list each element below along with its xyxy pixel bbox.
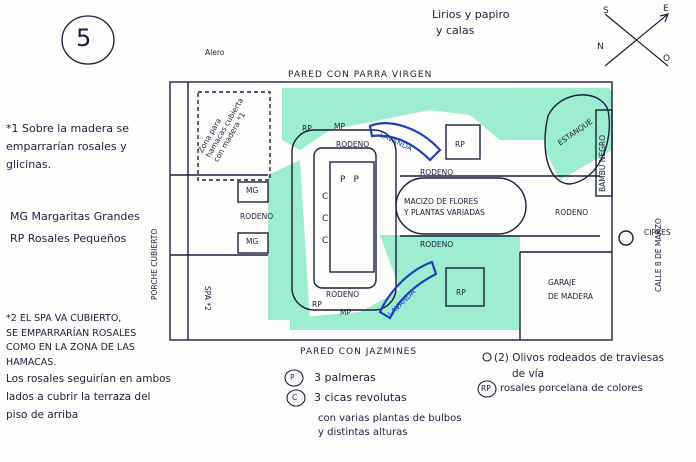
legend-rp: RP Rosales Pequeños <box>10 232 127 245</box>
rodeno-label-mid-top: RODENO <box>420 168 454 177</box>
legend-cicas: 3 cicas revolutas <box>314 391 407 404</box>
top-note-line2: y calas <box>436 24 475 37</box>
legend-olivos-line1: (2) Olivos rodeados de traviesas <box>494 352 665 364</box>
legend-rosales-porcelana: rosales porcelana de colores <box>500 383 643 394</box>
legend-olivos-line2: de vía <box>512 368 545 380</box>
legend-palmeras: 3 palmeras <box>314 371 376 384</box>
legend-c-symbol: C <box>292 393 298 402</box>
note-spa-line7: piso de arriba <box>6 409 79 421</box>
rodeno-label-right: RODENO <box>555 208 589 217</box>
lavanda-beds <box>368 122 442 320</box>
mp-label-top: MP <box>334 122 345 131</box>
cipres-label: CIPRES <box>644 228 671 237</box>
rodeno-label-mid-bottom: RODENO <box>420 240 454 249</box>
rp-label-bottom: RP <box>312 300 322 309</box>
cica-c-3: C <box>322 236 329 246</box>
alero-label: Alero <box>205 48 225 57</box>
compass-n: N <box>597 42 604 52</box>
garaje-label: GARAJE DE MADERA <box>548 276 593 304</box>
calle-label: CALLE 8 DE MARZO <box>654 218 663 292</box>
note-spa-line3: COMO EN LA ZONA DE LAS <box>6 342 135 353</box>
macizo-line1: MACIZO DE FLORES <box>404 197 479 206</box>
palm-p-labels: PP <box>340 175 367 185</box>
legend-mg: MG Margaritas Grandes <box>10 210 140 223</box>
note-madera-line2: emparrarían rosales y <box>6 140 127 153</box>
note-madera: *1 Sobre la madera se emparrarían rosale… <box>6 120 129 174</box>
legend-olivos: (2) Olivos rodeados de traviesas de vía <box>494 350 664 382</box>
plan-outlines <box>169 81 634 341</box>
green-planting-areas <box>268 88 612 330</box>
cica-c-labels: C C C <box>322 186 328 252</box>
legend-rp-symbol: RP <box>481 384 491 393</box>
wall-top-label: PARED CON PARRA VIRGEN <box>288 70 433 80</box>
note-spa-line6: lados a cubrir la terraza del <box>6 391 151 403</box>
legend-bulbos-line2: y distintas alturas <box>318 427 408 438</box>
palm-p-1: P <box>340 175 354 185</box>
wall-bottom-label: PARED CON JAZMINES <box>300 347 418 357</box>
legend-bulbos-line1: con varias plantas de bulbos <box>318 413 462 424</box>
compass-s: S <box>603 6 609 16</box>
bambu-label: BAMBU NEGRO <box>598 134 607 192</box>
mg-label-bottom: MG <box>246 237 259 246</box>
rodeno-label-inner-top: RODENO <box>336 140 370 149</box>
legend-p-symbol: P <box>290 373 295 382</box>
note-spa-line4: HAMACAS. <box>6 356 57 368</box>
rp-olive-top: RP <box>455 140 465 149</box>
rp-label-top: RP <box>302 124 312 133</box>
macizo-line2: Y PLANTAS VARIADAS <box>404 208 485 217</box>
porche-label: PORCHE CUBIERTO <box>150 228 159 300</box>
garaje-line1: GARAJE <box>548 278 576 287</box>
legend-symbols <box>284 352 497 407</box>
number-circle <box>61 15 115 65</box>
cica-c-1: C <box>322 192 329 202</box>
legend-mg-rp: MG Margaritas Grandes RP Rosales Pequeño… <box>10 206 140 250</box>
compass-e: E <box>663 4 669 14</box>
palm-p-2: P <box>353 175 367 185</box>
top-note-line1: Lirios y papiro <box>432 8 510 21</box>
spa-label: SPA *2 <box>203 286 212 311</box>
mg-label-top: MG <box>246 186 259 195</box>
cica-c-2: C <box>322 214 329 224</box>
note-spa-line5: Los rosales seguirían en ambos <box>6 373 172 385</box>
note-spa-line2: SE EMPARRARÍAN ROSALES <box>6 327 137 339</box>
note-madera-line1: *1 Sobre la madera se <box>6 122 129 135</box>
compass-rose-icon <box>604 13 669 67</box>
rp-olive-bottom: RP <box>456 288 466 297</box>
mp-label-bottom: MP <box>340 308 351 317</box>
note-spa-line1: *2 EL SPA VA CUBIERTO, <box>6 313 122 324</box>
macizo-label: MACIZO DE FLORES Y PLANTAS VARIADAS <box>404 196 485 218</box>
note-madera-line3: glicinas. <box>6 158 52 171</box>
compass-o: O <box>663 54 671 64</box>
legend-bulbos: con varias plantas de bulbos y distintas… <box>318 412 461 440</box>
rodeno-label-left: RODENO <box>240 212 274 221</box>
rodeno-label-inner-bottom: RODENO <box>326 290 360 299</box>
sheet-number: 5 <box>76 24 92 52</box>
note-spa: *2 EL SPA VA CUBIERTO, SE EMPARRARÍAN RO… <box>6 312 171 424</box>
garaje-line2: DE MADERA <box>548 292 594 301</box>
